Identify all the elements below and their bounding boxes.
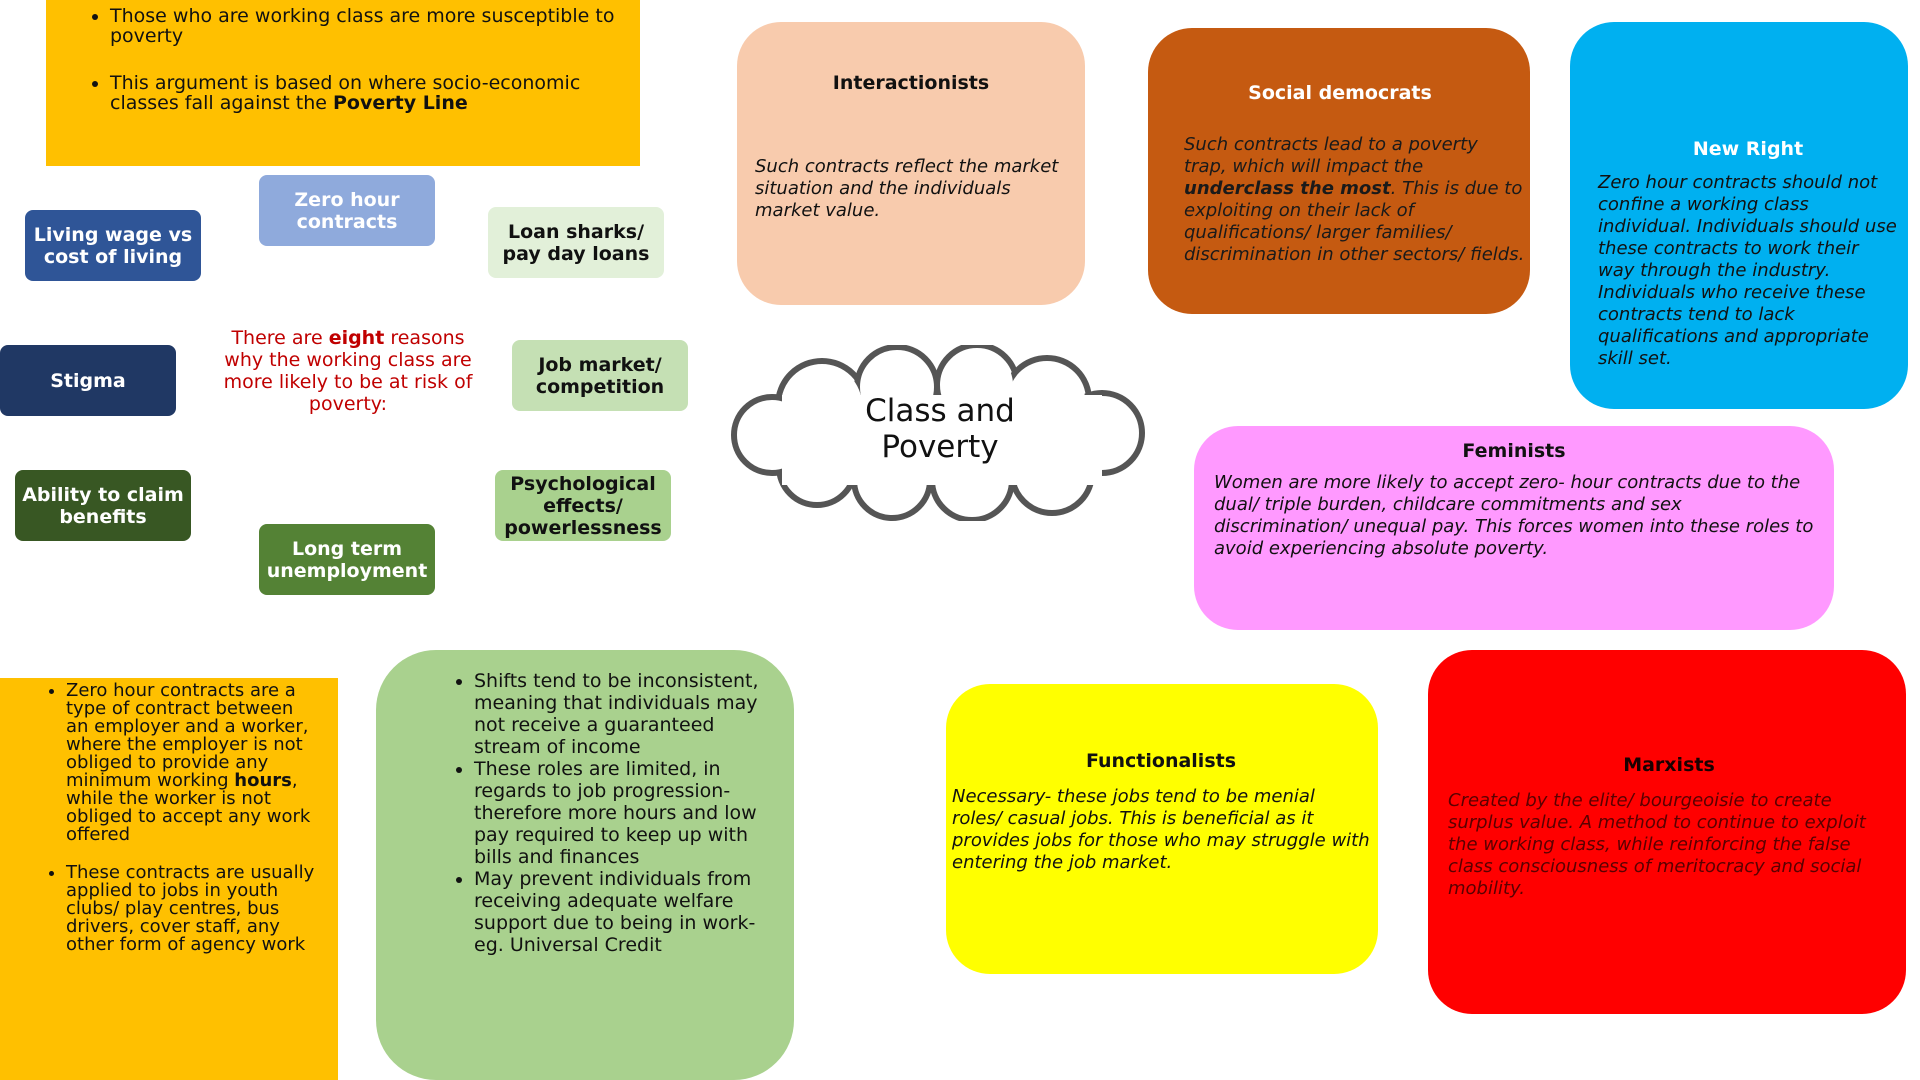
marxists-body: Created by the elite/ bourgeoisie to cre… <box>1448 790 1866 899</box>
definition-note: Zero hour contracts are a type of contra… <box>0 678 338 1080</box>
feminists-body: Women are more likely to accept zero- ho… <box>1214 472 1814 559</box>
shifts-bullet-1: Shifts tend to be inconsistent, meaning … <box>474 670 768 758</box>
social-democrats-box: Social democrats Such contracts lead to … <box>1148 28 1530 314</box>
center-title: Class and Poverty <box>865 393 1015 465</box>
factor-zero-hour: Zero hour contracts <box>259 175 435 246</box>
marxists-box: Marxists Created by the elite/ bourgeois… <box>1428 650 1906 1014</box>
interactionists-body: Such contracts reflect the market situat… <box>755 156 1059 221</box>
functionalists-body: Necessary- these jobs tend to be menial … <box>952 786 1370 873</box>
new-right-box: New Right Zero hour contracts should not… <box>1570 22 1908 409</box>
functionalists-title: Functionalists <box>1085 750 1237 772</box>
definition-bullet-1: Zero hour contracts are a type of contra… <box>66 682 320 844</box>
shifts-bullet-2: These roles are limited, in regards to j… <box>474 758 768 868</box>
eight-reasons-text: There are eight reasons why the working … <box>223 327 473 415</box>
factor-loan-sharks: Loan sharks/ pay day loans <box>488 207 664 278</box>
note-bullet-1: Those who are working class are more sus… <box>110 6 620 46</box>
shifts-box: Shifts tend to be inconsistent, meaning … <box>376 650 794 1080</box>
feminists-box: Feminists Women are more likely to accep… <box>1194 426 1834 630</box>
definition-bullet-2: These contracts are usually applied to j… <box>66 864 320 954</box>
factor-benefits: Ability to claim benefits <box>15 470 191 541</box>
note-bullet-2: This argument is based on where socio-ec… <box>110 73 620 113</box>
factor-living-wage: Living wage vs cost of living <box>25 210 201 281</box>
factor-stigma: Stigma <box>0 345 176 416</box>
cloud-shape <box>731 345 1145 521</box>
top-left-note: Those who are working class are more sus… <box>46 0 640 166</box>
new-right-body: Zero hour contracts should not confine a… <box>1598 172 1897 369</box>
factor-job-market: Job market/ competition <box>512 340 688 411</box>
factor-unemployment: Long term unemployment <box>259 524 435 595</box>
feminists-title: Feminists <box>1462 440 1566 462</box>
interactionists-title: Interactionists <box>832 72 990 94</box>
functionalists-box: Functionalists Necessary- these jobs ten… <box>946 684 1378 974</box>
social-democrats-title: Social democrats <box>1248 82 1432 104</box>
shifts-bullet-3: May prevent individuals from receiving a… <box>474 868 768 956</box>
social-democrats-body: Such contracts lead to a poverty trap, w… <box>1184 134 1525 265</box>
marxists-title: Marxists <box>1623 754 1715 776</box>
interactionists-box: Interactionists Such contracts reflect t… <box>737 22 1085 305</box>
new-right-title: New Right <box>1692 138 1804 160</box>
factor-psychological: Psychological effects/ powerlessness <box>495 470 671 541</box>
